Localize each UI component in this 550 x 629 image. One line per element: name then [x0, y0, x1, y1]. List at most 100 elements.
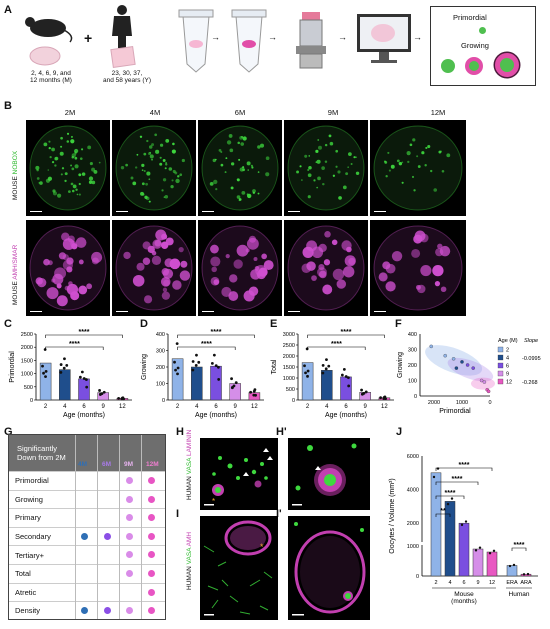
legend-age: 12 — [506, 380, 512, 386]
y-tick-label: 3000 — [283, 332, 295, 338]
legend-swatch — [497, 370, 504, 377]
follicle-spot — [215, 188, 218, 191]
follicle-spot — [47, 169, 50, 171]
follicle-spot — [48, 146, 51, 150]
follicle-spot — [181, 158, 185, 163]
follicle-spot — [59, 151, 64, 156]
y-tick-label: 500 — [286, 387, 295, 393]
follicle-spot — [148, 200, 151, 203]
follicle-spot — [317, 267, 327, 278]
follicle-spot — [441, 169, 445, 173]
micrograph-row2-6m — [198, 220, 282, 316]
plus-sign: + — [84, 30, 93, 46]
bar — [506, 565, 518, 577]
x-tick-label: 2 — [44, 404, 48, 410]
x-tick-label: 1000 — [456, 400, 468, 406]
microscope-icon — [296, 12, 326, 69]
follicle-spot — [296, 170, 299, 174]
follicle-spot — [335, 165, 338, 168]
arrow-3: → — [338, 32, 347, 42]
follicle-legend-box: Primordial Growing — [430, 6, 536, 86]
data-point — [321, 371, 325, 375]
image-h: * — [200, 438, 278, 510]
micrograph-row1-2m — [26, 120, 110, 216]
follicle-spot — [229, 148, 234, 153]
scatter-point — [454, 366, 459, 370]
follicle-spot — [424, 164, 427, 167]
follicle-spot — [316, 159, 321, 164]
follicle-spot — [437, 243, 443, 249]
y-tick-label: 100 — [408, 379, 417, 385]
significance-dot — [81, 607, 88, 615]
legend-swatch — [497, 354, 504, 361]
image-ip — [288, 516, 370, 620]
panel-label-j: J — [396, 426, 403, 438]
follicle-spot — [89, 162, 93, 166]
data-point — [230, 377, 233, 381]
data-point — [474, 549, 478, 552]
follicle-spot — [177, 175, 180, 178]
col-label-9m: 9M — [327, 108, 339, 117]
follicle-spot — [141, 182, 145, 186]
follicle-spot — [162, 287, 168, 293]
sig-bracket — [435, 467, 493, 471]
table-row: Total — [9, 563, 165, 583]
follicle-spot — [308, 165, 312, 170]
y-axis-label: Growing — [397, 352, 404, 378]
follicle-spot — [342, 185, 347, 190]
follicle-spot — [324, 143, 328, 147]
scatter-point — [460, 360, 464, 364]
follicle-spot — [324, 231, 331, 238]
follicle-spot — [38, 182, 41, 184]
follicle-spot — [247, 169, 250, 171]
i-species: HUMAN — [186, 566, 193, 590]
follicle-spot — [384, 160, 388, 164]
follicle-spot — [136, 262, 145, 271]
data-point — [325, 358, 328, 362]
data-point — [62, 366, 66, 370]
follicle-spot — [315, 161, 318, 164]
follicle-spot — [417, 165, 421, 168]
table-col-4m: 4M — [78, 461, 88, 468]
follicle-spot — [317, 145, 322, 150]
data-point — [362, 391, 366, 395]
legend-primordial-label: Primordial — [453, 13, 487, 22]
panel-label-a: A — [4, 4, 12, 16]
follicle-spot — [62, 254, 69, 261]
data-point — [460, 523, 464, 527]
x-axis-label: Age (months) — [195, 412, 237, 419]
follicle-spot — [120, 165, 125, 170]
data-point — [194, 363, 198, 367]
data-point — [464, 520, 468, 523]
ovary-outline — [29, 125, 107, 211]
follicle-spot — [179, 173, 183, 177]
follicle-spot — [68, 281, 73, 286]
data-point — [59, 371, 63, 374]
row2-marker: AMH/SMAR — [12, 244, 19, 280]
follicle-spot — [74, 156, 78, 160]
table-col-12m: 12M — [146, 461, 159, 468]
table-row: Primary — [9, 508, 165, 527]
follicle-spot — [91, 167, 96, 172]
table-row-label: Primordial — [15, 476, 49, 486]
image-i: * — [200, 516, 278, 620]
significance-dot — [104, 607, 111, 615]
x-tick-label: 12 — [489, 580, 495, 586]
i-vasa: VASA — [186, 547, 193, 565]
data-point — [42, 371, 45, 375]
table-row: Secondary — [9, 526, 165, 546]
bar — [520, 573, 532, 577]
col-label-12m: 12M — [430, 108, 446, 117]
y-tick-label: 2500 — [21, 332, 33, 338]
follicle-spot — [348, 152, 352, 156]
follicle-spot — [343, 266, 355, 278]
follicle-spot — [322, 284, 333, 295]
follicle-spot — [308, 155, 311, 157]
follicle-spot — [420, 264, 432, 277]
follicle-spot — [64, 179, 67, 183]
follicle-spot — [225, 157, 228, 160]
data-point — [346, 376, 350, 380]
row1-marker: NOBOX — [12, 150, 19, 175]
data-point — [522, 573, 526, 576]
follicle-spot — [172, 142, 175, 146]
